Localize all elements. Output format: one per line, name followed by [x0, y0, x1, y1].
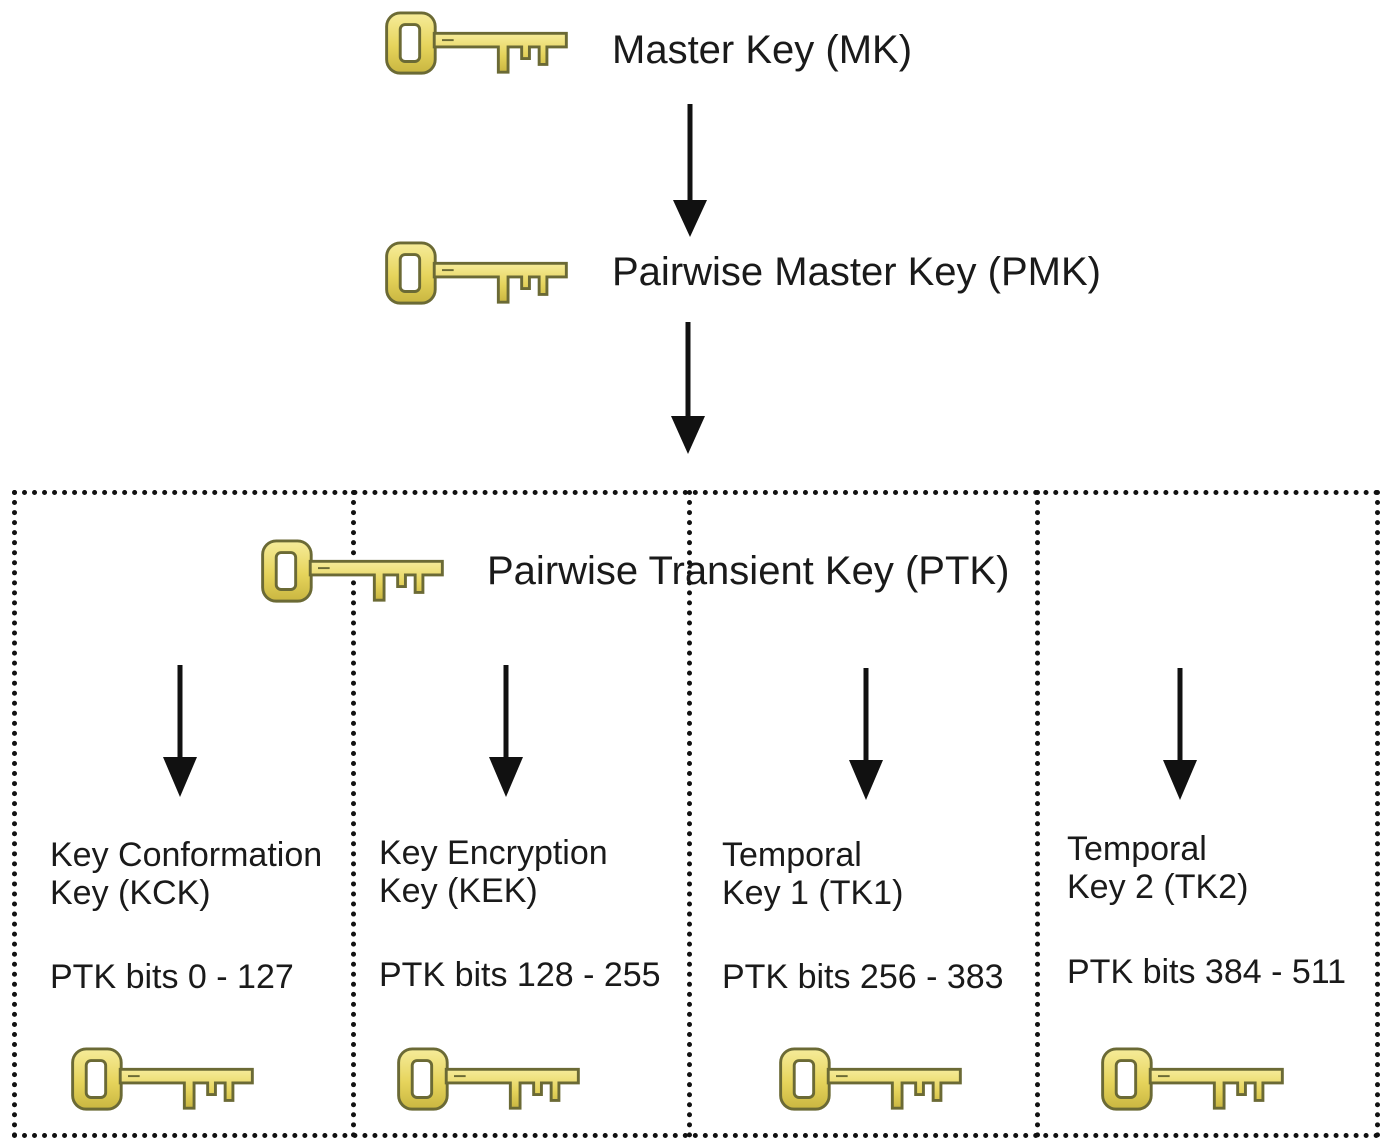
tk2-label-line2: Key 2 (TK2) [1067, 868, 1249, 906]
ptk-label: Pairwise Transient Key (PTK) [487, 549, 1010, 593]
ptk-container [12, 490, 1380, 1138]
arrow-ptk-to-kek [486, 665, 526, 800]
tk1-label: Temporal Key 1 (TK1) [722, 836, 903, 912]
column-divider [1035, 490, 1040, 1138]
column-divider [687, 490, 692, 1138]
kck-label-line1: Key Conformation [50, 836, 323, 874]
arrow-pmk-to-ptk [668, 322, 708, 457]
arrow-ptk-to-tk2 [1160, 668, 1200, 803]
kek-bits: PTK bits 128 - 255 [379, 956, 661, 994]
kek-label: Key Encryption Key (KEK) [379, 834, 608, 910]
tk2-label-line1: Temporal [1067, 830, 1207, 868]
arrow-ptk-to-kck [160, 665, 200, 800]
tk2-bits: PTK bits 384 - 511 [1067, 953, 1347, 991]
pmk-key-icon [380, 240, 572, 308]
kck-label-line2: Key (KCK) [50, 874, 211, 912]
tk1-label-line2: Key 1 (TK1) [722, 874, 904, 912]
tk2-label: Temporal Key 2 (TK2) [1067, 830, 1248, 906]
tk1-label-line1: Temporal [722, 836, 862, 874]
mk-key-icon [380, 10, 572, 78]
kck-label: Key Conformation Key (KCK) [50, 836, 322, 912]
kek-label-line2: Key (KEK) [379, 872, 538, 910]
kck-bits: PTK bits 0 - 127 [50, 958, 294, 996]
arrow-mk-to-pmk [670, 104, 710, 239]
pmk-label: Pairwise Master Key (PMK) [612, 250, 1101, 294]
kck-key-icon [66, 1046, 258, 1114]
tk1-bits: PTK bits 256 - 383 [722, 958, 1004, 996]
kek-label-line1: Key Encryption [379, 834, 608, 872]
kek-key-icon [392, 1046, 584, 1114]
arrow-ptk-to-tk1 [846, 668, 886, 803]
column-divider [351, 490, 356, 1138]
mk-label: Master Key (MK) [612, 28, 913, 72]
ptk-key-icon [256, 538, 448, 606]
tk1-key-icon [774, 1046, 966, 1114]
tk2-key-icon [1096, 1046, 1288, 1114]
